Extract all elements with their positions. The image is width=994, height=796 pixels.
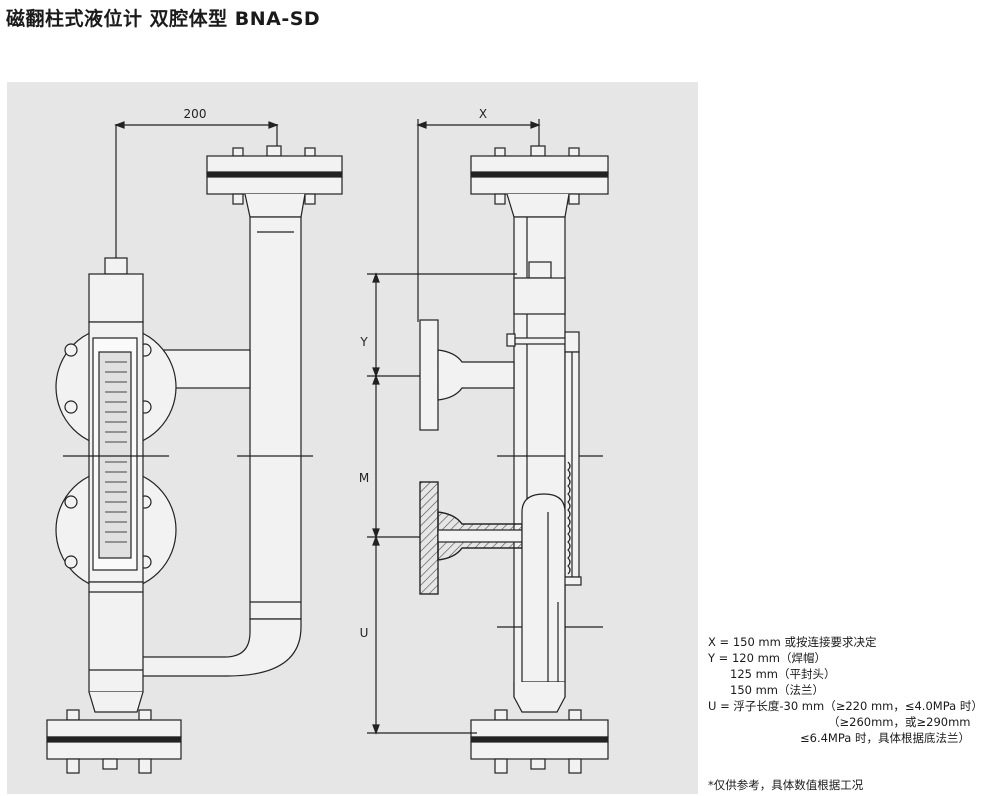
note-u-line3: ≤6.4MPa 时，具体根据底法兰）: [800, 731, 970, 745]
dimension-200: [114, 121, 279, 267]
dimension-y-label: Y: [359, 335, 368, 349]
top-flange-left-view: [206, 145, 343, 218]
bottom-flange-left-view: [46, 691, 182, 774]
indicator-assembly: [55, 257, 177, 693]
page-title: 磁翻柱式液位计 双腔体型 BNA-SD: [6, 8, 321, 30]
bottom-elbow-pipe: [139, 618, 302, 677]
dimension-u-label: U: [360, 626, 369, 640]
indicator-strip: [506, 331, 582, 586]
note-u-line1: U = 浮子长度-30 mm（≥220 mm，≤4.0MPa 时）: [708, 699, 983, 713]
note-y-weld-cap: Y = 120 mm（焊帽）: [708, 651, 826, 665]
dimension-ymu: [367, 272, 517, 735]
reference-chamber: [249, 216, 302, 620]
float: [521, 493, 566, 683]
dimension-200-label: 200: [184, 107, 207, 121]
dimension-x-label: X: [479, 107, 487, 121]
note-y-flat-head: 125 mm（平封头）: [730, 667, 836, 681]
dimension-notes: X = 150 mm 或按连接要求决定 Y = 120 mm（焊帽） 125 m…: [708, 634, 992, 746]
footnote: *仅供参考，具体数值根据工况: [708, 778, 864, 792]
top-flange-right-view: [470, 145, 609, 218]
note-u-line2: （≥260mm，或≥290mm: [828, 715, 971, 729]
technical-drawing: 200: [46, 107, 609, 774]
right-view: X: [359, 107, 609, 774]
left-view: 200: [46, 107, 343, 774]
dimension-m-label: M: [359, 471, 369, 485]
drawing-panel: 200: [7, 82, 698, 794]
bottom-flange-right-view: [470, 709, 609, 774]
upper-process-connection: [419, 319, 515, 431]
note-x: X = 150 mm 或按连接要求决定: [708, 635, 877, 649]
lower-process-connection: [419, 481, 523, 595]
indicator-flaps: [105, 361, 127, 543]
note-y-flange: 150 mm（法兰）: [730, 683, 825, 697]
